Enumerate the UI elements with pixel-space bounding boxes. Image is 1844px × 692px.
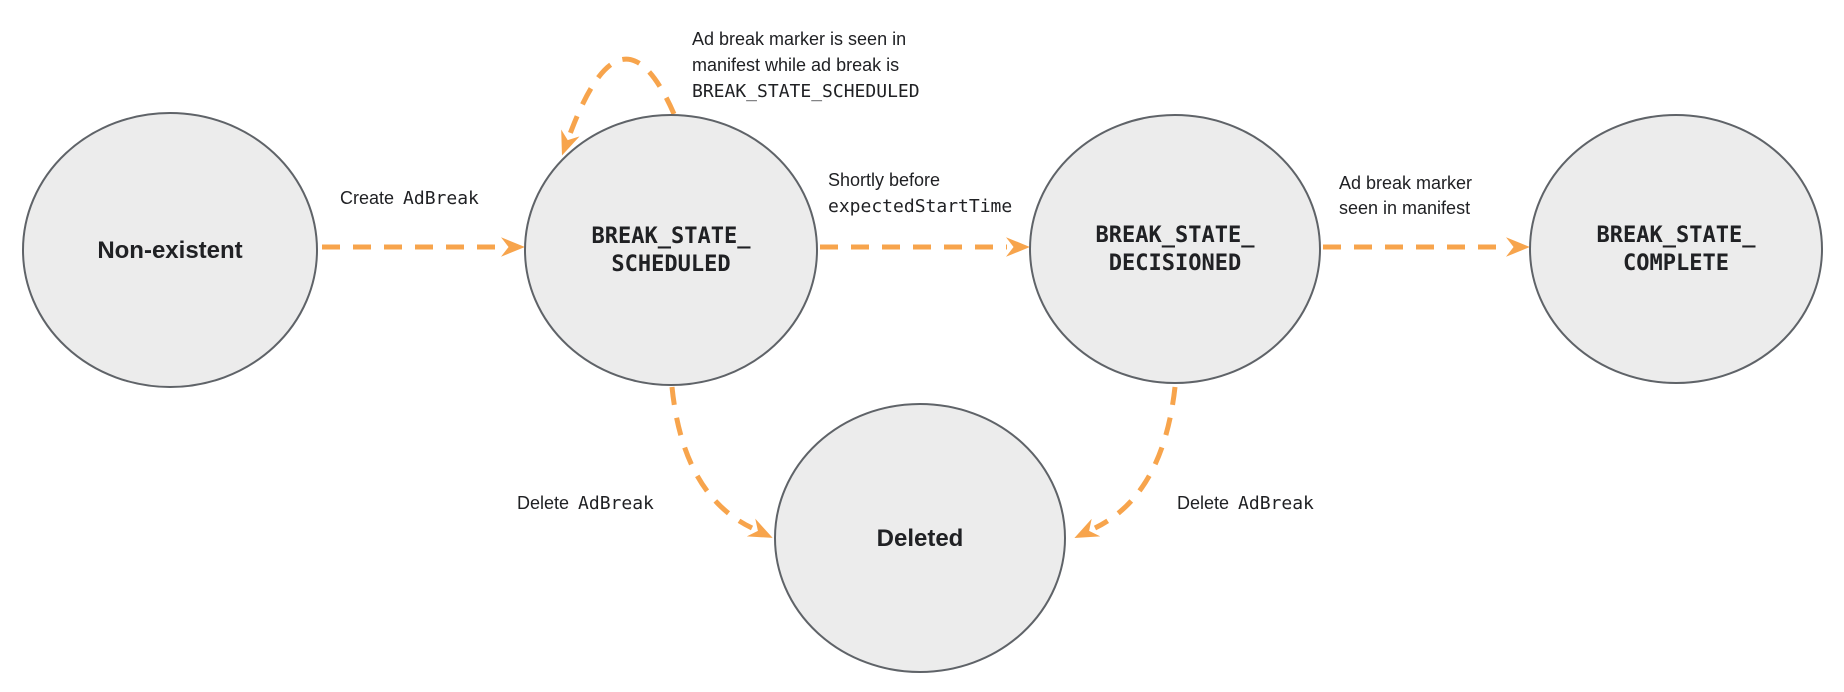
edge-label-create-adbreak: Create AdBreak [340,188,479,209]
state-node-break-state-scheduled [524,114,818,386]
transition-delete-from-scheduled-arrow [669,386,773,538]
node-label-decisioned-line2: DECISIONED [1109,251,1241,276]
edge-label-create-code: AdBreak [403,188,479,209]
edge-label-shortly-before-line1: Shortly before [828,170,940,190]
edge-label-self-loop-line2: manifest while ad break is [692,55,899,75]
state-node-break-state-decisioned [1029,114,1321,384]
edge-label-shortly-before-line2-code: expectedStartTime [828,196,1012,217]
edge-label-delete-left-code: AdBreak [578,493,654,514]
node-label-deleted: Deleted [877,525,964,552]
node-label-complete-line2: COMPLETE [1623,251,1729,276]
state-node-non-existent [22,112,318,388]
state-node-break-state-complete [1529,114,1823,384]
node-label-decisioned-line1: BREAK_STATE_ [1096,223,1256,248]
edge-label-delete-adbreak-left: Delete AdBreak [517,493,654,514]
node-label-scheduled-line1: BREAK_STATE_ [592,224,752,249]
transition-delete-from-decisioned-arrow [1074,386,1178,539]
edge-label-delete-right-code: AdBreak [1238,493,1314,514]
edge-label-marker-seen-line2: seen in manifest [1339,198,1470,218]
edge-label-delete-right-plain: Delete [1177,493,1229,513]
edge-label-marker-seen-line1: Ad break marker [1339,173,1472,193]
transition-self-loop-scheduled-arrow [561,56,677,156]
edge-label-create-plain: Create [340,188,394,208]
node-label-scheduled-line2: SCHEDULED [611,252,730,277]
edge-label-delete-adbreak-right: Delete AdBreak [1177,493,1314,514]
edge-label-self-loop-line1: Ad break marker is seen in [692,29,906,49]
edge-label-self-loop-line3-code: BREAK_STATE_SCHEDULED [692,81,920,102]
edge-label-delete-left-plain: Delete [517,493,569,513]
node-label-non-existent: Non-existent [97,237,242,264]
state-node-deleted [774,403,1066,673]
node-label-complete-line1: BREAK_STATE_ [1597,223,1757,248]
